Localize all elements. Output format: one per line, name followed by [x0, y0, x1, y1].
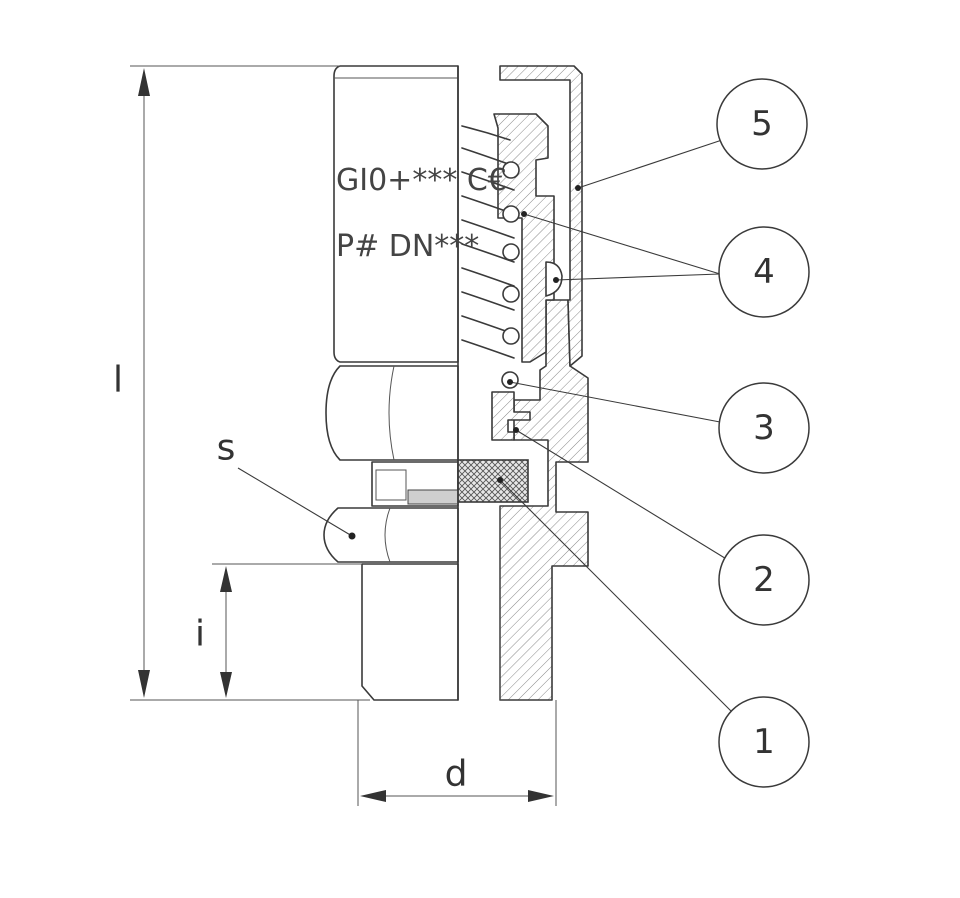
callout-5: 5 [575, 78, 808, 191]
dim-label-d: d [445, 754, 468, 795]
outer-sleeve [499, 65, 583, 367]
callout-label-4: 4 [753, 252, 775, 292]
valve-disc [491, 391, 531, 441]
hex-nut-s [323, 507, 459, 563]
threaded-tail [361, 563, 459, 701]
body-marking-line2: P# DN*** [336, 229, 479, 264]
exterior-view [323, 65, 459, 701]
callout-label-1: 1 [753, 722, 775, 762]
dimension-s: s [217, 428, 356, 540]
section-view [457, 65, 589, 701]
plunger-section [493, 113, 555, 363]
callout-1: 1 [497, 477, 810, 788]
dim-label-s: s [217, 428, 236, 469]
cap-body [333, 65, 459, 363]
dim-label-l: l [113, 360, 123, 401]
spring [461, 125, 520, 359]
callout-label-3: 3 [753, 408, 775, 448]
callout-label-5: 5 [751, 104, 773, 144]
dimension-d: d [357, 700, 557, 806]
callout-4: 4 [521, 211, 810, 318]
hex-body [325, 365, 459, 461]
callout-label-2: 2 [753, 560, 775, 600]
dimension-l: l [113, 65, 370, 701]
callout-2: 2 [513, 427, 810, 626]
dimension-i: i [195, 563, 362, 698]
callout-3: 3 [507, 379, 810, 474]
dim-label-i: i [195, 614, 205, 655]
body-marking-line1: GI0+*** C€ [336, 163, 507, 198]
seal [457, 459, 529, 503]
